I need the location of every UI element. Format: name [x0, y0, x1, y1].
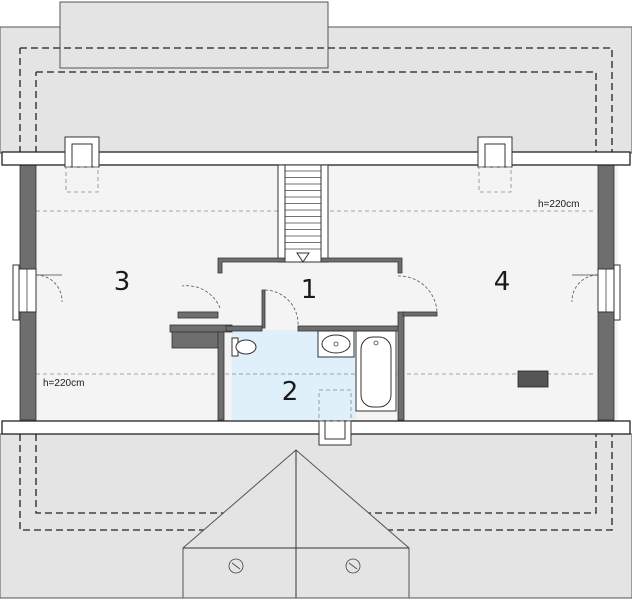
- ceiling-height-label-right: h=220cm: [538, 199, 579, 210]
- room-number-1: 1: [301, 275, 318, 305]
- door-bathroom: [264, 289, 299, 327]
- ceiling-height-label-left: h=220cm: [43, 378, 84, 389]
- room-number-4: 4: [494, 267, 511, 297]
- chimney-left: [64, 136, 100, 193]
- door-window-left: [35, 274, 63, 303]
- chimney-bottom: [318, 389, 352, 446]
- chimney-right: [477, 136, 513, 193]
- outer-wall-right-upper: [597, 164, 615, 270]
- room-number-2: 2: [282, 377, 299, 407]
- roof-dormer-bottom: [182, 449, 410, 599]
- staircase: [277, 164, 329, 263]
- outer-wall-left-lower: [19, 311, 37, 421]
- roof-top: [0, 1, 632, 154]
- sink-icon: [317, 330, 355, 358]
- door-room-3: [181, 285, 221, 313]
- outer-wall-left-upper: [19, 164, 37, 270]
- roof-window-hatch: [517, 370, 549, 388]
- bathtub-icon: [355, 330, 397, 412]
- door-window-right: [571, 274, 599, 303]
- window-left: [12, 264, 37, 321]
- stair-arrow-icon: [296, 252, 310, 263]
- outer-wall-right-lower: [597, 311, 615, 421]
- toilet-icon: [231, 337, 257, 357]
- door-room-4: [397, 275, 438, 313]
- eave-beam-bottom: [1, 420, 631, 435]
- room-number-3: 3: [114, 267, 131, 297]
- roof-vent-icon: [228, 558, 244, 574]
- roof-vent-icon: [345, 558, 361, 574]
- interior-walls: [169, 257, 438, 421]
- roof-dormer-top: [59, 1, 329, 69]
- window-right: [597, 264, 621, 321]
